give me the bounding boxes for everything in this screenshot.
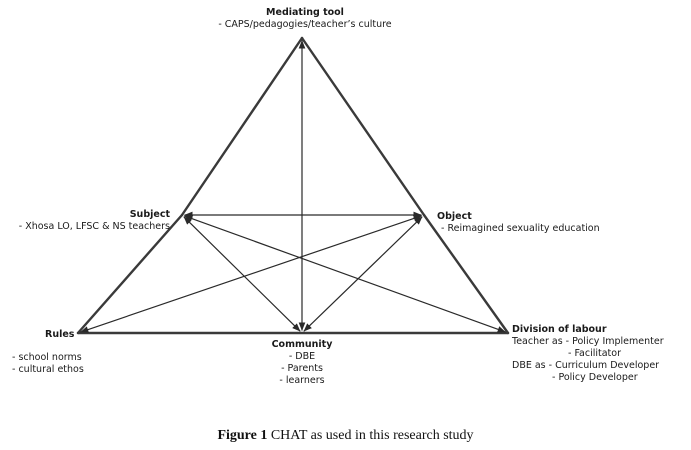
node-mediating-tool: Mediating tool - CAPS/pedagogies/teacher… bbox=[200, 7, 410, 31]
community-item: - Parents bbox=[281, 363, 323, 374]
mediating-tool-title: Mediating tool bbox=[266, 7, 344, 18]
object-title: Object bbox=[437, 211, 472, 222]
mediating-tool-item: - CAPS/pedagogies/teacher’s culture bbox=[218, 19, 392, 30]
edge-mediating-tool-to-subject bbox=[180, 36, 304, 217]
division-item: - Facilitator bbox=[568, 348, 621, 359]
subject-title: Subject bbox=[129, 209, 170, 220]
division-item: DBE as - Curriculum Developer bbox=[512, 360, 660, 371]
caption-label: Figure 1 bbox=[217, 428, 268, 443]
division-item: - Policy Developer bbox=[552, 372, 638, 383]
community-title: Community bbox=[271, 339, 333, 350]
rules-item: - school norms bbox=[12, 352, 82, 363]
community-item: - DBE bbox=[288, 351, 316, 362]
edge-object-to-community bbox=[303, 216, 423, 332]
community-item: - learners bbox=[279, 375, 325, 386]
caption-text: CHAT as used in this research study bbox=[267, 428, 474, 443]
edge-subject-to-community bbox=[183, 216, 301, 332]
edges-group bbox=[76, 36, 510, 335]
edge-object-to-rules bbox=[80, 215, 422, 333]
division-title: Division of labour bbox=[512, 324, 607, 335]
rules-title: Rules bbox=[45, 329, 75, 340]
division-item: Teacher as - Policy Implementer bbox=[512, 336, 664, 347]
rules-item: - cultural ethos bbox=[12, 364, 84, 375]
node-rules-title: Rules bbox=[45, 329, 74, 341]
figure-caption: Figure 1 CHAT as used in this research s… bbox=[0, 428, 691, 444]
edge-mediating-tool-to-object bbox=[300, 36, 426, 217]
node-object: Object - Reimagined sexuality education bbox=[437, 211, 600, 235]
subject-item: - Xhosa LO, LFSC & NS teachers bbox=[18, 221, 170, 232]
object-item: - Reimagined sexuality education bbox=[441, 223, 600, 234]
node-rules-items: - school norms - cultural ethos bbox=[12, 352, 84, 376]
node-division-of-labour: Division of labour Teacher as - Policy I… bbox=[512, 324, 664, 384]
node-subject: Subject - Xhosa LO, LFSC & NS teachers bbox=[0, 209, 170, 233]
node-community: Community - DBE - Parents - learners bbox=[252, 339, 352, 387]
